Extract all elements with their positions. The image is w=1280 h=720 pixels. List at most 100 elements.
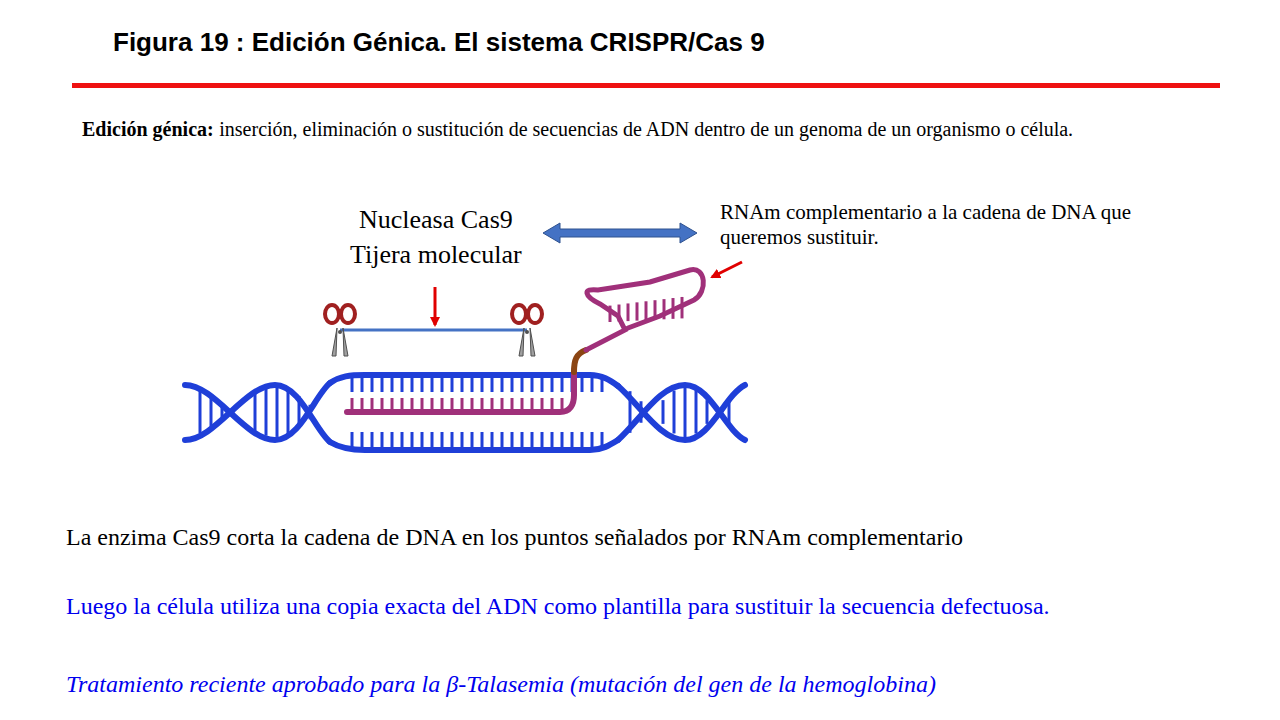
rung xyxy=(381,398,384,410)
rung xyxy=(391,378,394,392)
part-label: Tijera molecular xyxy=(350,240,522,270)
rung xyxy=(381,378,384,392)
rung xyxy=(471,432,474,447)
rung xyxy=(391,432,394,447)
rung xyxy=(461,432,464,447)
rung xyxy=(531,432,534,447)
rung xyxy=(645,301,648,320)
rung xyxy=(210,397,213,426)
definition-term: Edición génica: xyxy=(82,118,214,140)
rna-rungs xyxy=(352,297,682,410)
rung xyxy=(471,378,474,392)
scissors-icon xyxy=(325,305,355,356)
rung xyxy=(673,391,676,434)
note-text: Tratamiento reciente aprobado para la β-… xyxy=(66,671,936,698)
rung xyxy=(481,398,484,410)
rung xyxy=(695,391,698,434)
rung xyxy=(561,378,564,392)
rung xyxy=(371,432,374,447)
rung xyxy=(531,398,534,410)
rung xyxy=(287,390,290,435)
rung xyxy=(491,432,494,447)
rung xyxy=(351,378,354,392)
rung xyxy=(591,378,594,392)
rung xyxy=(361,398,364,410)
rung xyxy=(551,398,554,410)
rung xyxy=(441,432,444,447)
rung xyxy=(411,432,414,447)
rung xyxy=(501,432,504,447)
slide-title: Figura 19 : Edición Génica. El sistema C… xyxy=(113,27,765,58)
rung xyxy=(254,393,257,430)
rung xyxy=(371,378,374,392)
rung xyxy=(411,378,414,392)
caption-text: La enzima Cas9 corta la cadena de DNA en… xyxy=(66,524,963,551)
title-rule xyxy=(72,83,1220,88)
rung xyxy=(581,432,584,447)
rung xyxy=(265,388,268,435)
scissors-icon xyxy=(512,305,542,356)
guide-rna xyxy=(347,270,703,412)
rung xyxy=(521,432,524,447)
rung xyxy=(511,398,514,410)
rung xyxy=(451,432,454,447)
rung xyxy=(706,400,709,424)
rung xyxy=(391,398,394,410)
rung xyxy=(581,378,584,392)
rung xyxy=(361,378,364,392)
rung xyxy=(627,303,630,321)
rung xyxy=(351,398,354,410)
rung xyxy=(662,400,665,424)
rung xyxy=(461,378,464,392)
rung xyxy=(511,432,514,447)
rung xyxy=(511,378,514,392)
note-text: Luego la célula utiliza una copia exacta… xyxy=(66,590,1226,624)
cas9-line xyxy=(340,329,527,332)
rung xyxy=(431,378,434,392)
rung xyxy=(371,398,374,410)
rung xyxy=(421,398,424,410)
rung xyxy=(591,432,594,447)
rung xyxy=(421,378,424,392)
rung xyxy=(501,378,504,392)
rung xyxy=(401,398,404,410)
pointer-arrow xyxy=(712,262,742,277)
rung xyxy=(636,302,639,320)
rung xyxy=(521,378,524,392)
rung xyxy=(199,391,202,434)
rung xyxy=(441,398,444,410)
rung xyxy=(551,432,554,447)
rung xyxy=(451,398,454,410)
rung xyxy=(441,378,444,392)
rung xyxy=(351,432,354,447)
rung xyxy=(491,378,494,392)
rung xyxy=(541,378,544,392)
rung xyxy=(401,378,404,392)
rung xyxy=(551,378,554,392)
rung xyxy=(276,387,279,437)
callout-label: RNAm complementario a la cadena de DNA q… xyxy=(720,200,1150,250)
rung xyxy=(521,398,524,410)
rung xyxy=(561,398,564,410)
rung xyxy=(401,432,404,447)
rung xyxy=(531,378,534,392)
rung xyxy=(481,378,484,392)
rung xyxy=(471,398,474,410)
rung xyxy=(491,398,494,410)
rung xyxy=(481,432,484,447)
rung xyxy=(451,378,454,392)
rung xyxy=(561,432,564,447)
rung xyxy=(541,432,544,447)
part-label: Nucleasa Cas9 xyxy=(359,205,513,235)
definition-text: Edición génica:inserción, eliminación o … xyxy=(82,115,1197,144)
rung xyxy=(381,432,384,447)
rung xyxy=(461,398,464,410)
definition-body: inserción, eliminación o sustitución de … xyxy=(219,118,1073,140)
rung xyxy=(684,387,687,437)
rung xyxy=(501,398,504,410)
rung xyxy=(571,432,574,447)
rung xyxy=(431,432,434,447)
pointer-arrow xyxy=(434,287,437,325)
double-arrow xyxy=(543,223,697,243)
rung xyxy=(541,398,544,410)
